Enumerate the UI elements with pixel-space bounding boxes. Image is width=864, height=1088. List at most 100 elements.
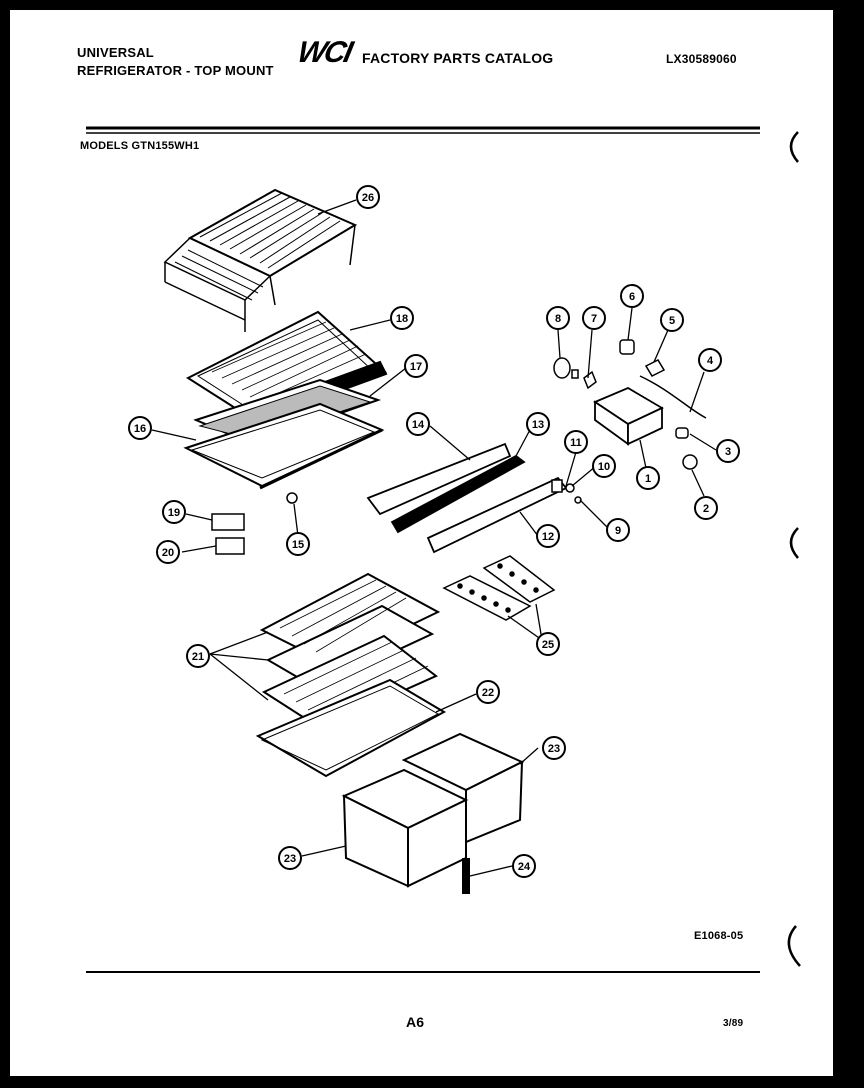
callout-c10: 10: [592, 454, 616, 478]
callout-c8: 8: [546, 306, 570, 330]
drawing-code: E1068-05: [694, 930, 744, 942]
callout-c22: 22: [476, 680, 500, 704]
callout-c21: 21: [186, 644, 210, 668]
callout-label: 6: [629, 291, 635, 303]
binder-mark-bottom: [787, 925, 801, 967]
callout-circle: [698, 348, 722, 372]
callout-circle: [186, 644, 210, 668]
callout-circle: [476, 680, 500, 704]
part-divider: [462, 858, 470, 894]
callout-label: 15: [292, 539, 304, 551]
binder-mark-top: [789, 131, 799, 163]
callout-circle: [286, 532, 310, 556]
page-number: A6: [406, 1014, 425, 1030]
part-fresh-food-shelves: [259, 572, 441, 730]
callout-circle: [564, 430, 588, 454]
callout-label: 13: [532, 419, 544, 431]
callout-c6: 6: [620, 284, 644, 308]
catalog-page: [10, 10, 833, 1076]
callout-c1: 1: [636, 466, 660, 490]
callout-label: 12: [542, 531, 554, 543]
callout-circle: [356, 185, 380, 209]
callout-label: 14: [412, 419, 425, 431]
callout-circle: [404, 354, 428, 378]
callout-label: 7: [591, 313, 597, 325]
callout-circle: [390, 306, 414, 330]
callout-c14: 14: [406, 412, 430, 436]
callout-label: 17: [410, 361, 422, 373]
callout-circle: [406, 412, 430, 436]
callout-circle: [592, 454, 616, 478]
callout-circle: [128, 416, 152, 440]
callout-circle: [660, 308, 684, 332]
callout-label: 10: [598, 461, 610, 473]
callout-c16: 16: [128, 416, 152, 440]
document-number: LX30589060: [666, 52, 737, 66]
callout-circle: [526, 412, 550, 436]
callout-c2: 2: [694, 496, 718, 520]
binder-mark-middle: [789, 527, 799, 559]
models-label: MODELS GTN155WH1: [80, 140, 200, 152]
callout-label: 25: [542, 639, 554, 651]
callout-label: 3: [725, 446, 731, 458]
callout-c12: 12: [536, 524, 560, 548]
callout-circle: [582, 306, 606, 330]
callout-c19: 19: [162, 500, 186, 524]
callout-c15: 15: [286, 532, 310, 556]
callout-c3: 3: [716, 439, 740, 463]
callout-label: 19: [168, 507, 180, 519]
callout-label: 23: [548, 743, 560, 755]
part-freezer-wire-shelf: [163, 188, 358, 332]
part-crisper-pans: [341, 732, 525, 888]
leader-lines: [151, 199, 717, 877]
callout-c17: 17: [404, 354, 428, 378]
callout-c24: 24: [512, 854, 536, 878]
callout-c9: 9: [606, 518, 630, 542]
callout-c23a: 23: [542, 736, 566, 760]
callout-circle: [546, 306, 570, 330]
callout-label: 4: [707, 355, 714, 367]
callout-label: 26: [362, 192, 374, 204]
catalog-title: FACTORY PARTS CATALOG: [362, 50, 554, 66]
callout-circle: [694, 496, 718, 520]
callout-circle: [620, 284, 644, 308]
callout-circle: [536, 524, 560, 548]
callout-label: 5: [669, 315, 675, 327]
callout-c20: 20: [156, 540, 180, 564]
callout-label: 18: [396, 313, 408, 325]
callout-label: 9: [615, 525, 621, 537]
callout-c26: 26: [356, 185, 380, 209]
callout-label: 2: [703, 503, 709, 515]
callout-c13: 13: [526, 412, 550, 436]
callout-label: 16: [134, 423, 146, 435]
part-crisper-pan-cover: [255, 678, 447, 778]
brand-line-2: REFRIGERATOR - TOP MOUNT: [77, 63, 274, 78]
callout-label: 11: [570, 437, 582, 449]
callout-label: 24: [518, 861, 531, 873]
part-ice-trays: [442, 555, 556, 621]
callout-label: 21: [192, 651, 204, 663]
callout-c11: 11: [564, 430, 588, 454]
callout-label: 22: [482, 687, 494, 699]
part-crisper-cover: [183, 378, 385, 490]
callout-c5: 5: [660, 308, 684, 332]
callout-circle: [606, 518, 630, 542]
wci-logo: WCI: [294, 36, 354, 69]
print-date: 3/89: [723, 1018, 744, 1029]
callout-circle: [716, 439, 740, 463]
callout-c7: 7: [582, 306, 606, 330]
callout-circle: [512, 854, 536, 878]
callout-label: 23: [284, 853, 296, 865]
brand-line-1: UNIVERSAL: [77, 45, 154, 60]
callout-c18: 18: [390, 306, 414, 330]
callout-label: 20: [162, 547, 174, 559]
callout-circle: [636, 466, 660, 490]
callout-label: 1: [645, 473, 651, 485]
part-small-components: [211, 339, 707, 555]
callout-circle: [156, 540, 180, 564]
callout-c4: 4: [698, 348, 722, 372]
callout-label: 8: [555, 313, 561, 325]
callout-c25: 25: [536, 632, 560, 656]
